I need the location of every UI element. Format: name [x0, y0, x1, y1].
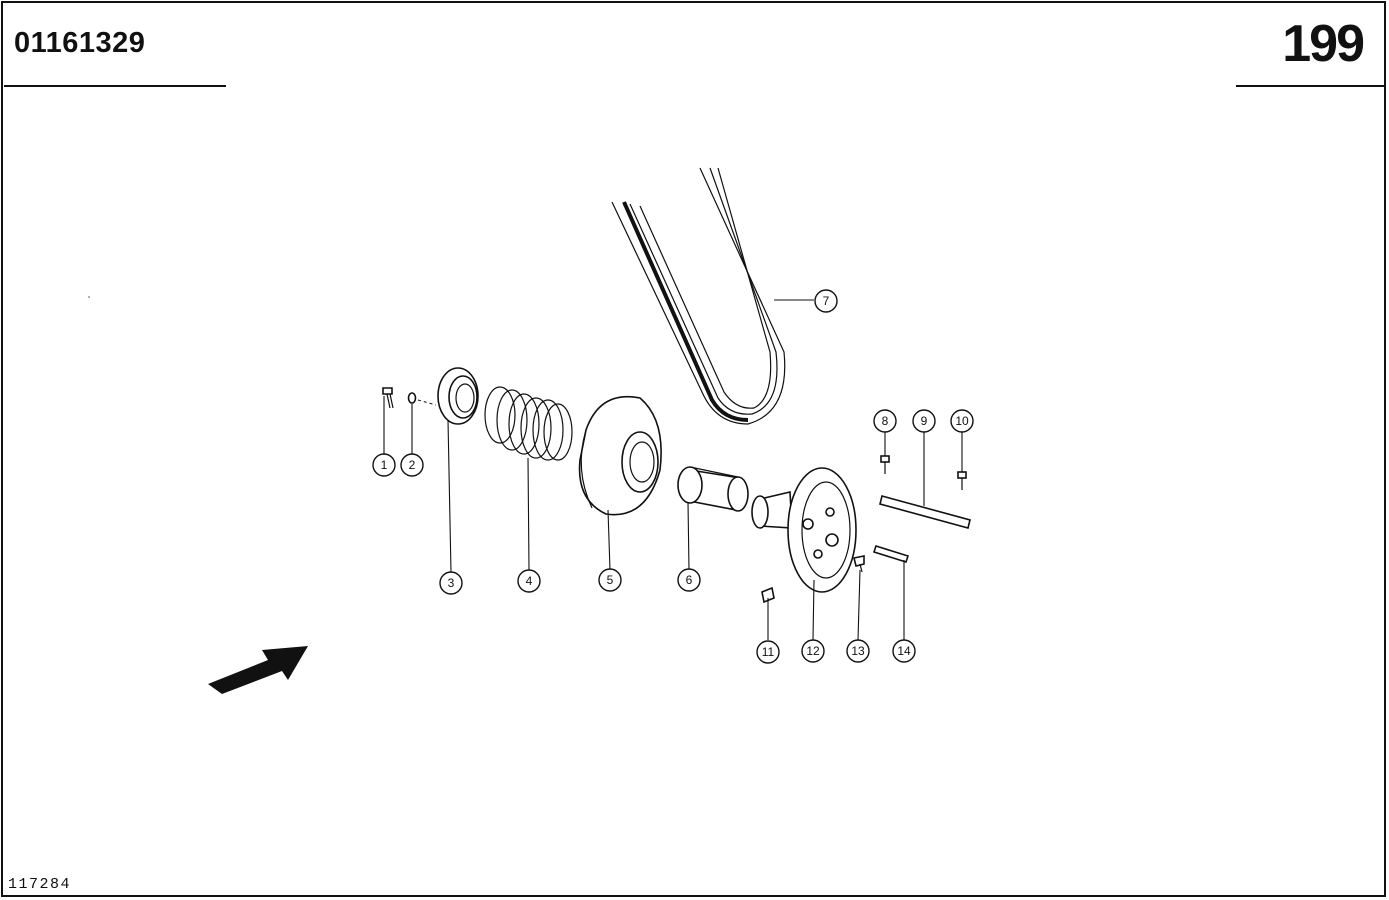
- callout-13: 13: [846, 639, 870, 663]
- svg-text:2: 2: [409, 458, 416, 472]
- callout-9: 9: [912, 409, 936, 433]
- svg-text:9: 9: [921, 414, 928, 428]
- document-number: 01161329: [14, 27, 146, 59]
- svg-text:3: 3: [448, 576, 455, 590]
- svg-text:4: 4: [526, 574, 533, 588]
- leader-lines: [383, 299, 963, 641]
- header-rule-left: [4, 85, 226, 87]
- callout-3: 3: [439, 571, 463, 595]
- svg-text:13: 13: [851, 644, 865, 658]
- shaft-part: [879, 495, 971, 529]
- svg-text:12: 12: [806, 644, 820, 658]
- callout-7: 7: [814, 289, 838, 313]
- callout-11: 11: [756, 640, 780, 664]
- header-rule-right: [1236, 85, 1384, 87]
- assembly-axis: [417, 399, 437, 406]
- svg-text:5: 5: [607, 573, 614, 587]
- callout-14: 14: [892, 639, 916, 663]
- screw-part-10: [957, 471, 967, 490]
- stray-mark: [88, 296, 90, 298]
- svg-text:11: 11: [762, 645, 775, 659]
- figure-code: 117284: [8, 876, 72, 893]
- callout-1: 1: [372, 453, 396, 477]
- callout-5: 5: [598, 568, 622, 592]
- svg-text:8: 8: [882, 414, 889, 428]
- pulley-disc-part: [578, 396, 662, 516]
- svg-text:14: 14: [897, 644, 911, 658]
- svg-text:7: 7: [823, 294, 830, 308]
- grease-nipple-part: [853, 555, 865, 573]
- callout-6: 6: [677, 568, 701, 592]
- svg-text:10: 10: [955, 414, 969, 428]
- spring-part: [484, 386, 573, 461]
- set-screw-part: [761, 586, 775, 604]
- svg-text:1: 1: [381, 458, 388, 472]
- callout-12: 12: [801, 639, 825, 663]
- bolt-part: [382, 387, 394, 409]
- screw-part-8: [880, 455, 890, 474]
- v-belt-part: [611, 167, 786, 425]
- washer-part: [407, 392, 417, 404]
- callout-4: 4: [517, 569, 541, 593]
- hub-flange-part: [751, 467, 857, 593]
- callout-8: 8: [873, 409, 897, 433]
- key-part: [872, 545, 910, 563]
- callout-2: 2: [400, 453, 424, 477]
- page-number: 199: [1282, 15, 1365, 73]
- retainer-cap-part: [437, 367, 479, 425]
- bushing-part: [677, 466, 749, 512]
- callout-10: 10: [950, 409, 974, 433]
- direction-arrow-icon: [208, 646, 308, 694]
- svg-text:6: 6: [686, 573, 693, 587]
